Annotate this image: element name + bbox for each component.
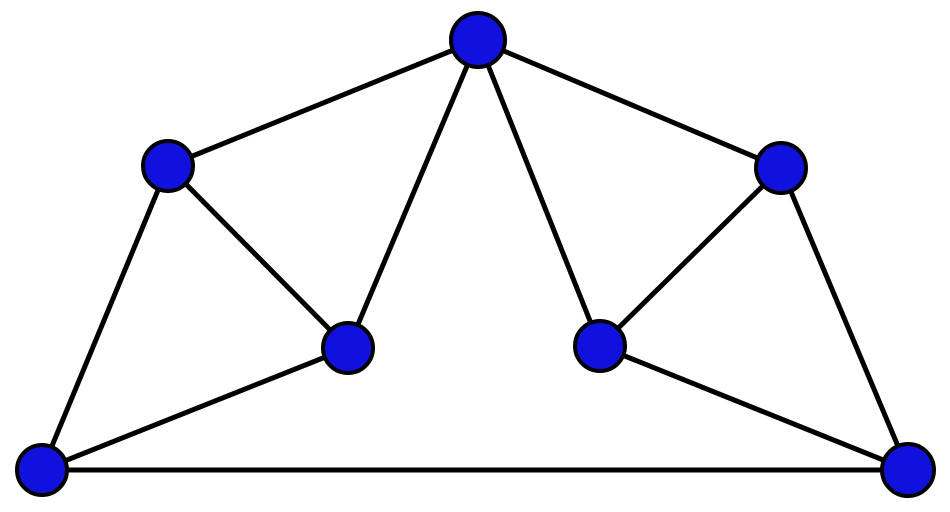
- edge-mid-left-bottom-left: [39, 345, 351, 473]
- upper-right-node[interactable]: [754, 141, 808, 195]
- upper-left-node[interactable]: [141, 139, 195, 193]
- edge-top-mid-right: [475, 37, 603, 349]
- edge-mid-right-bottom-right: [597, 343, 911, 473]
- bottom-right-node[interactable]: [880, 442, 936, 498]
- mid-left-node[interactable]: [321, 321, 375, 375]
- edge-upper-right-bottom-right: [778, 165, 911, 473]
- edge-upper-left-mid-left: [165, 163, 351, 351]
- node-layer: [15, 11, 936, 498]
- edge-top-mid-left: [345, 37, 481, 351]
- edge-upper-right-mid-right: [597, 165, 784, 349]
- edge-top-upper-left: [165, 37, 481, 169]
- top-node[interactable]: [449, 11, 507, 69]
- bottom-left-node[interactable]: [15, 443, 69, 497]
- edge-top-upper-right: [475, 37, 784, 171]
- mid-right-node[interactable]: [573, 319, 627, 373]
- edge-upper-left-bottom-left: [39, 163, 171, 473]
- edge-layer: [39, 37, 911, 473]
